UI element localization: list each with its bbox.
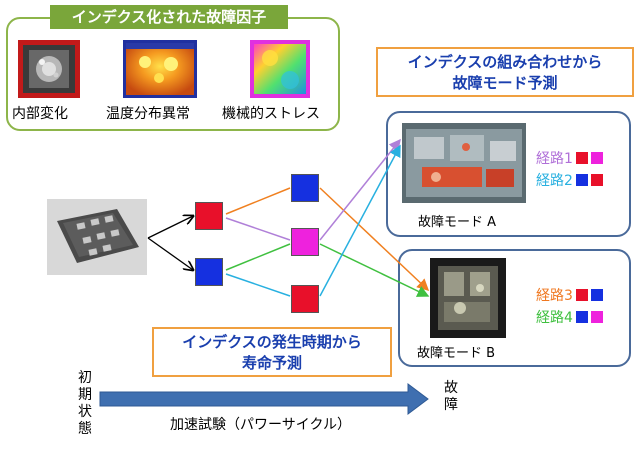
path4-label: 経路4	[536, 310, 573, 326]
edge-purple-2	[319, 138, 401, 241]
module-to-node-a-edge	[147, 216, 193, 239]
path2-legend: 経路2	[536, 170, 603, 190]
path2-red-square	[590, 174, 603, 186]
power-module-photo	[47, 199, 147, 275]
timeline-arrow	[99, 383, 429, 415]
temperature-distribution-image	[123, 40, 197, 98]
path2-label: 経路2	[536, 173, 573, 189]
node-blue-1	[195, 258, 223, 286]
path4-magenta-square	[590, 311, 603, 323]
timeline-start-label: 初期状態	[78, 370, 92, 437]
failure-mode-b-label: 故障モード B	[417, 346, 496, 361]
indexed-factors-title: インデクス化された故障因子	[50, 5, 288, 29]
mode-prediction-line1: インデクスの組み合わせから	[407, 53, 603, 71]
timeline-axis-label: 加速試験（パワーサイクル）	[170, 417, 352, 433]
path4-legend: 経路4	[536, 307, 603, 327]
path1-magenta-square	[590, 152, 603, 164]
node-blue-2	[291, 174, 319, 202]
edge-green-2	[319, 243, 430, 297]
edge-orange-2	[319, 187, 430, 292]
failure-mode-a-photo	[402, 123, 526, 203]
path3-legend: 経路3	[536, 285, 603, 305]
edge-purple-1	[225, 217, 291, 241]
edge-cyan-2	[319, 144, 401, 297]
mechanical-stress-image	[250, 40, 310, 98]
path3-blue-square	[590, 289, 603, 301]
life-prediction-callout: インデクスの発生時期から 寿命予測	[152, 327, 392, 377]
path3-red-square	[575, 289, 588, 301]
module-to-node-b-edge	[147, 237, 193, 270]
internal-change-label: 内部変化	[12, 106, 68, 122]
node-red-1	[195, 202, 223, 230]
path1-label: 経路1	[536, 151, 573, 167]
node-red-2	[291, 285, 319, 313]
path3-label: 経路3	[536, 288, 573, 304]
mechanical-stress-label: 機械的ストレス	[222, 106, 320, 122]
mode-prediction-callout: インデクスの組み合わせから 故障モード予測	[376, 47, 634, 97]
path1-red-square	[575, 152, 588, 164]
life-prediction-line1: インデクスの発生時期から	[182, 333, 362, 351]
edge-cyan-1	[225, 273, 291, 297]
mode-prediction-line2: 故障モード予測	[452, 74, 558, 92]
internal-change-image	[18, 40, 80, 98]
edge-orange-1	[225, 187, 291, 215]
node-magenta-2	[291, 228, 319, 256]
path4-blue-square	[575, 311, 588, 323]
edge-green-1	[225, 243, 291, 271]
life-prediction-line2: 寿命予測	[241, 354, 302, 372]
failure-mode-a-label: 故障モード A	[418, 215, 497, 230]
failure-mode-b-photo	[430, 258, 506, 338]
temperature-distribution-label: 温度分布異常	[106, 106, 190, 122]
path2-blue-square	[575, 174, 588, 186]
timeline-end-label: 故障	[444, 380, 458, 413]
path1-legend: 経路1	[536, 148, 603, 168]
